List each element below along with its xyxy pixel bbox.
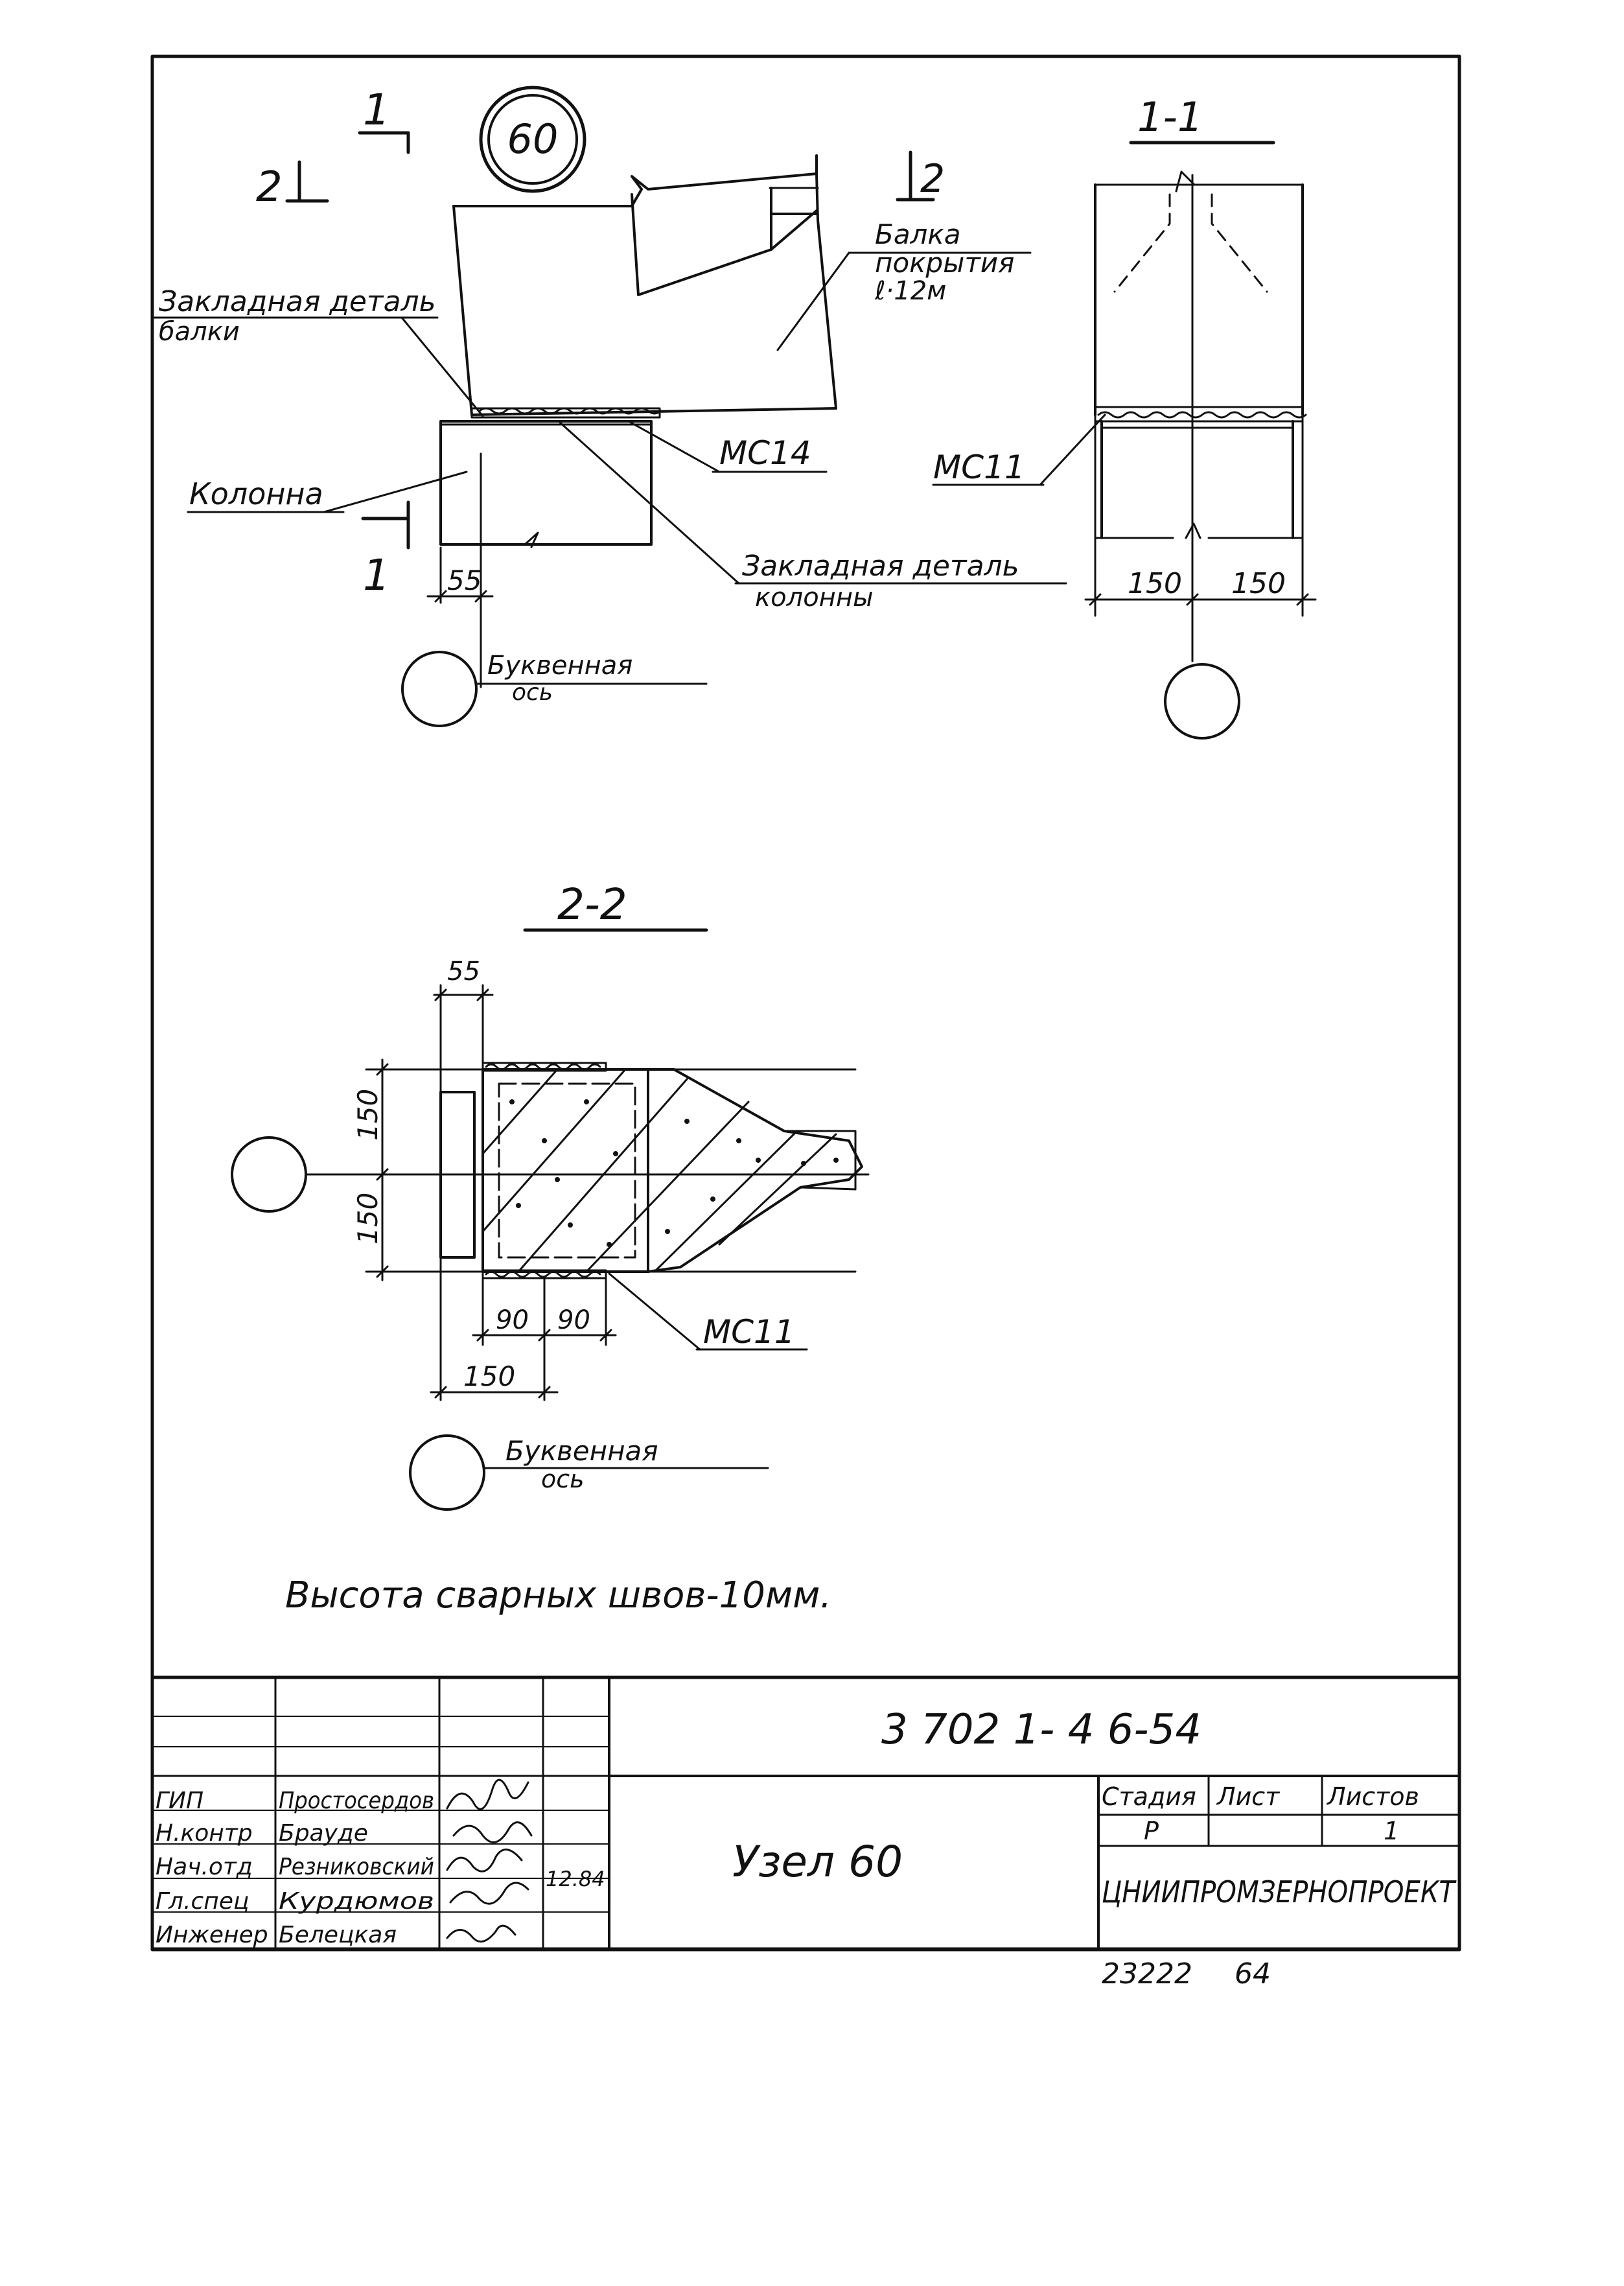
organization-name: ЦНИИПРОМЗЕРНОПРОЕКТ [1102, 1874, 1457, 1909]
sheets-value: 1 [1384, 1817, 1399, 1845]
roof-beam [452, 154, 837, 416]
callout-column: Колонна [187, 471, 468, 513]
name-2: Брауде [279, 1820, 368, 1847]
callout-beam-l2: покрытия [875, 247, 1014, 279]
section-1-1: 1-1 150 150 МС11 [932, 93, 1317, 740]
section-1-1-dim-150-a: 150 [1128, 567, 1182, 600]
column [439, 420, 653, 688]
axis-2-label-2: ось [541, 1465, 585, 1493]
beam-embedded-plate [470, 407, 662, 419]
node-bubble: 60 [479, 86, 586, 193]
callout-ms14: МС14 [627, 420, 828, 473]
callout-beam-embedded-l2: балки [159, 317, 240, 347]
section-1-1-title: 1-1 [1137, 93, 1203, 141]
axis-1-label-2: ось [512, 679, 553, 706]
axis-bubble-2: Буквенная ось [409, 1434, 769, 1511]
section-mark-2-left: 2 [256, 160, 329, 211]
section-mark-2-left-label: 2 [256, 163, 283, 211]
stage-header: Стадия [1102, 1782, 1196, 1811]
section-mark-1-top-label: 1 [363, 85, 390, 135]
role-1: ГИП [156, 1788, 203, 1814]
section-2-2-title: 2-2 [557, 880, 627, 929]
name-3: Резниковский [279, 1854, 434, 1880]
elevation-view: 60 1 2 2 [153, 85, 1067, 727]
drawing-name: Узел 60 [732, 1837, 903, 1887]
dimension-55-top-label: 55 [447, 565, 481, 596]
dimension-150-v1-label: 150 [352, 1089, 384, 1141]
role-3: Нач.отд [156, 1854, 253, 1880]
section-2-2: 2-2 [231, 880, 870, 1511]
dimension-150-h-label: 150 [463, 1360, 515, 1392]
callout-column-embedded-l1: Закладная деталь [742, 550, 1019, 583]
role-4: Гл.спец [156, 1888, 249, 1915]
callout-beam-embedded-l1: Закладная деталь [159, 285, 436, 318]
dimension-90-b-label: 90 [557, 1305, 590, 1335]
axis-1-label-1: Буквенная [487, 651, 632, 681]
signatures [446, 1779, 533, 1943]
axis-bubble-1: Буквенная ось [401, 651, 708, 727]
vertical-dimensions: 150 150 [352, 1058, 484, 1281]
dimension-90-a-label: 90 [496, 1305, 529, 1335]
section-1-1-dim-150-b: 150 [1231, 567, 1286, 600]
callout-beam-embedded: Закладная деталь балки [153, 285, 484, 417]
callout-ms14-label: МС14 [719, 434, 811, 472]
section-mark-2-right-label: 2 [920, 156, 945, 202]
role-5: Инженер [156, 1922, 268, 1948]
horizontal-dimensions: 90 90 150 [430, 1256, 617, 1401]
embedded-plate-section [439, 1091, 476, 1259]
stage-value: Р [1144, 1817, 1159, 1845]
name-1: Простосердов [279, 1788, 434, 1814]
weld-note: Высота сварных швов-10мм. [285, 1574, 831, 1616]
archive-number: 23222 [1102, 1957, 1192, 1990]
archive-suffix: 64 [1235, 1957, 1271, 1990]
section-mark-1-top: 1 [358, 85, 410, 154]
rebar-outline [498, 1082, 636, 1259]
callout-column-embedded-l2: колонны [755, 583, 874, 612]
sign-date: 12.84 [546, 1867, 605, 1891]
callout-column-label: Колонна [189, 476, 323, 511]
section-1-1-ms11-label: МС11 [933, 449, 1025, 486]
title-block: 3 702 1- 4 6-54 Узел 60 Стадия Лист Лист… [150, 1675, 1461, 1990]
callout-beam-l1: Балка [875, 218, 961, 250]
section-mark-1-bottom-label: 1 [363, 550, 390, 600]
axis-bubble-2-2-left [231, 1136, 307, 1213]
sheet-header: Лист [1216, 1782, 1281, 1811]
dimension-55-top: 55 [426, 546, 494, 604]
callout-beam-l3: ℓ·12м [874, 276, 946, 306]
axis-bubble-1-1 [1164, 663, 1240, 740]
name-5: Белецкая [279, 1922, 397, 1948]
axis-2-label-1: Буквенная [505, 1435, 658, 1467]
callout-beam: Балка покрытия ℓ·12м [776, 218, 1032, 351]
role-2: Н.контр [156, 1820, 253, 1847]
node-number: 60 [507, 115, 559, 163]
section-2-2-ms11-callout: МС11 [608, 1272, 808, 1351]
section-mark-2-right: 2 [896, 150, 945, 202]
dimension-55-bottom: 55 [433, 957, 494, 1093]
section-2-2-ms11-label: МС11 [703, 1313, 795, 1351]
name-4: Курдюмов [279, 1888, 434, 1915]
dimension-150-v2-label: 150 [352, 1193, 384, 1244]
document-code: 3 702 1- 4 6-54 [881, 1706, 1201, 1754]
concrete-hatch [481, 1068, 837, 1273]
sheets-header: Листов [1326, 1782, 1419, 1811]
section-mark-1-bottom: 1 [361, 500, 410, 600]
drawing-frame [150, 54, 1461, 1951]
concrete-dots [509, 1099, 839, 1247]
callout-column-embedded: Закладная деталь колонны [557, 420, 1067, 612]
dimension-55-bottom-label: 55 [447, 957, 480, 986]
